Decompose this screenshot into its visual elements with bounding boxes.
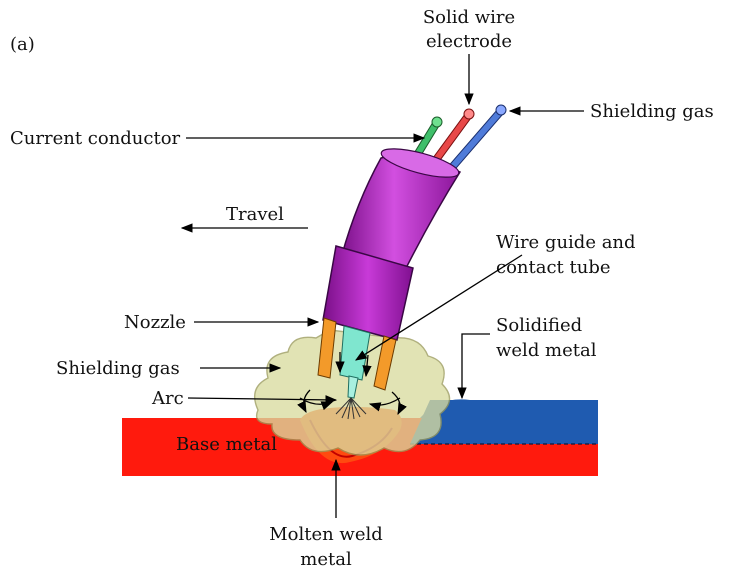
label-base-metal: Base metal xyxy=(176,434,277,455)
label-arc: Arc xyxy=(151,388,338,409)
label-shielding-gas-top: Shielding gas xyxy=(508,101,714,122)
svg-text:Molten weld: Molten weld xyxy=(269,524,383,545)
svg-text:contact tube: contact tube xyxy=(496,257,611,278)
svg-text:Arc: Arc xyxy=(151,388,184,409)
panel-label: (a) xyxy=(10,34,35,55)
label-wire-guide: Wire guide and contact tube xyxy=(355,232,636,361)
svg-text:weld metal: weld metal xyxy=(496,340,597,361)
svg-text:Solid wire: Solid wire xyxy=(423,7,515,28)
label-shielding-gas-side: Shielding gas xyxy=(56,358,282,379)
svg-text:Nozzle: Nozzle xyxy=(124,312,186,333)
svg-text:electrode: electrode xyxy=(426,31,512,52)
label-travel: Travel xyxy=(180,204,308,233)
svg-text:Solidified: Solidified xyxy=(496,315,582,336)
svg-text:Shielding gas: Shielding gas xyxy=(590,101,714,122)
svg-text:Travel: Travel xyxy=(226,204,284,225)
weld-bead xyxy=(420,399,598,418)
svg-text:Current conductor: Current conductor xyxy=(10,128,181,149)
label-nozzle: Nozzle xyxy=(124,312,320,333)
svg-text:Wire guide and: Wire guide and xyxy=(496,232,636,253)
nozzle-left-wall xyxy=(317,317,337,379)
arc-rays xyxy=(335,397,367,420)
torch-collar xyxy=(322,245,414,341)
gas-hose xyxy=(445,109,503,175)
welding-torch xyxy=(297,104,507,420)
label-solid-wire-electrode: Solid wire electrode xyxy=(423,7,515,106)
nozzle-right-wall xyxy=(373,335,397,391)
label-solidified-weld-metal: Solidified weld metal xyxy=(457,315,597,400)
svg-text:metal: metal xyxy=(300,549,352,570)
label-current-conductor: Current conductor xyxy=(10,128,426,149)
label-molten-weld-metal: Molten weld metal xyxy=(269,458,383,570)
svg-text:Shielding gas: Shielding gas xyxy=(56,358,180,379)
